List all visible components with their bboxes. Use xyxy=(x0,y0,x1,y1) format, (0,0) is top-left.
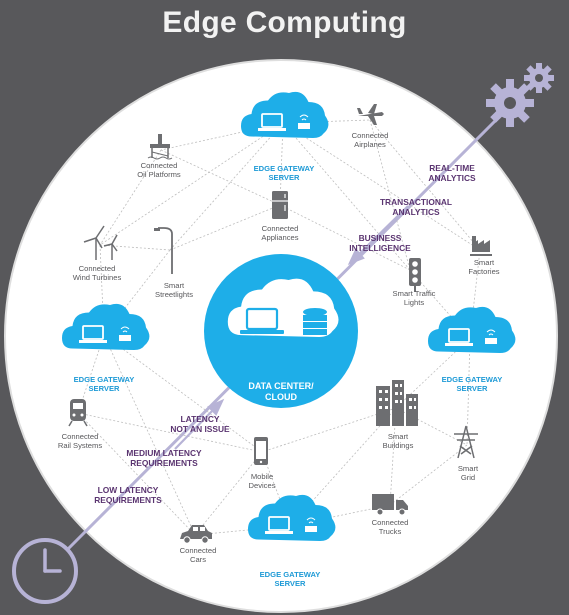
medium-latency-label: MEDIUM LATENCY REQUIREMENTS xyxy=(126,448,202,468)
flow-arrows xyxy=(174,205,409,450)
gateway-label-bottom: EDGE GATEWAY SERVER xyxy=(259,570,321,588)
traffic-lights-label: Smart Traffic Lights xyxy=(392,289,436,307)
low-latency-label: LOW LATENCY REQUIREMENTS xyxy=(94,485,162,505)
page-title: Edge Computing xyxy=(162,6,407,39)
streetlight-icon xyxy=(154,227,173,274)
trucks-label: Connected Trucks xyxy=(371,518,409,536)
gateway-label-right: EDGE GATEWAY SERVER xyxy=(441,375,503,393)
factory-icon xyxy=(470,236,492,256)
gateway-cloud-right xyxy=(428,306,516,353)
rail-systems-label: Connected Rail Systems xyxy=(57,432,103,450)
fridge-icon xyxy=(272,191,288,219)
gateway-cloud-left xyxy=(62,303,150,350)
train-icon xyxy=(68,399,88,427)
gear-icon xyxy=(486,63,554,127)
oil-platform-icon xyxy=(147,134,173,160)
smart-factories-label: Smart Factories xyxy=(468,258,500,276)
gateway-cloud-bottom xyxy=(248,494,336,541)
smart-grid-label: Smart Grid xyxy=(457,464,479,482)
airplanes-label: Connected Airplanes xyxy=(351,131,389,149)
database-icon xyxy=(303,308,327,335)
gateway-cloud-top xyxy=(241,91,329,138)
power-tower-icon xyxy=(454,425,478,459)
traffic-light-icon xyxy=(409,258,421,292)
streetlights-label: Smart Streetlights xyxy=(155,281,193,299)
airplane-icon xyxy=(357,104,384,125)
latency-not-an-issue-label: LATENCY NOT AN ISSUE xyxy=(170,414,230,434)
car-icon xyxy=(180,525,212,544)
transactional-analytics-label: TRANSACTIONAL ANALYTICS xyxy=(379,197,453,217)
business-intelligence-label: BUSINESS INTELLIGENCE xyxy=(349,233,411,253)
wind-turbines-label: Connected Wind Turbines xyxy=(72,264,122,282)
realtime-analytics-label: REAL-TIME ANALYTICS xyxy=(428,163,476,183)
clock-icon xyxy=(12,538,78,604)
laptop-icon xyxy=(240,307,284,334)
appliances-label: Connected Appliances xyxy=(261,224,299,242)
smart-buildings-label: Smart Buildings xyxy=(382,432,414,450)
truck-icon xyxy=(372,494,408,516)
wind-turbine-icon xyxy=(83,225,118,260)
building-icon xyxy=(376,380,418,426)
oil-platforms-label: Connected Oil Platforms xyxy=(137,161,181,179)
gateway-label-left: EDGE GATEWAY SERVER xyxy=(73,375,135,393)
data-center-label: DATA CENTER/ CLOUD xyxy=(248,381,314,402)
gateway-label-top: EDGE GATEWAY SERVER xyxy=(253,164,315,182)
mobile-devices-label: Mobile Devices xyxy=(248,472,276,490)
cars-label: Connected Cars xyxy=(179,546,217,564)
mobile-phone-icon xyxy=(254,437,268,465)
